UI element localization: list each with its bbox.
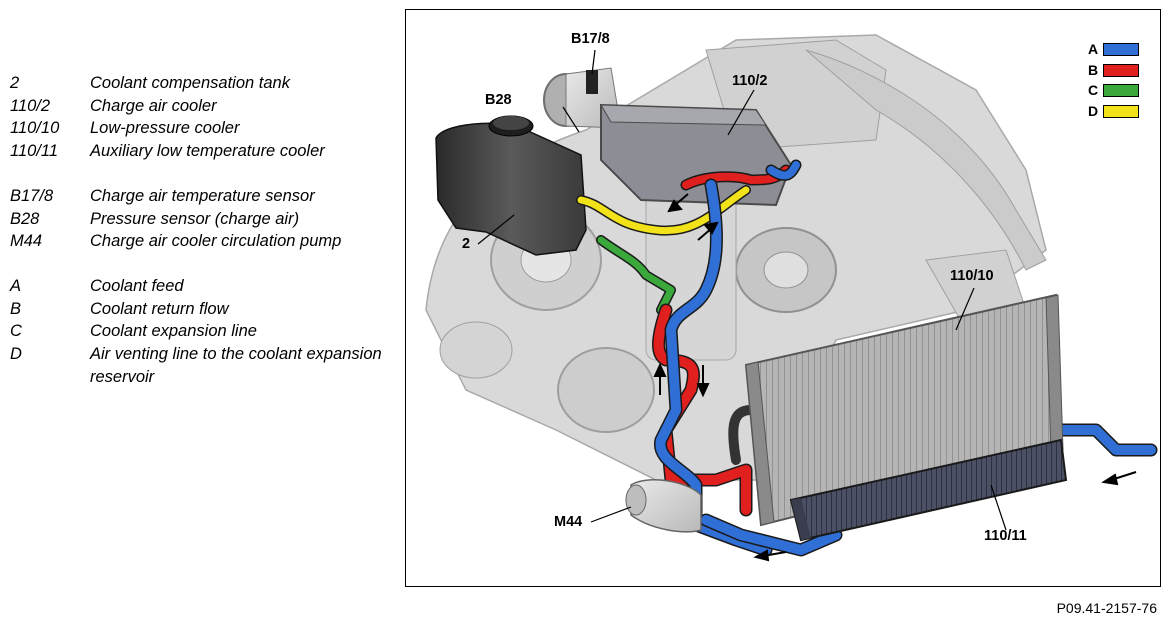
legend-code: 2 [10, 74, 20, 92]
line-key-swatch-red [1103, 63, 1140, 77]
legend-row: B17/8 Charge air temperature sensor [10, 185, 390, 208]
line-key-b: B [1088, 62, 1140, 78]
legend-desc: Coolant expansion line [90, 322, 257, 341]
legend-row: 110/11 Auxiliary low temperature cooler [10, 140, 390, 163]
legend-group-sensors: B17/8 Charge air temperature sensor B28 Pr… [10, 185, 390, 253]
line-key-letter: D [1088, 103, 1099, 119]
circulation-pump [625, 479, 702, 533]
line-key-d: D [1088, 103, 1140, 119]
legend-desc: Coolant compensation tank [90, 74, 290, 92]
legend-code: B17/8 [10, 186, 54, 205]
legend-desc: Charge air cooler circulation pump [90, 232, 342, 251]
flow-arrows [653, 193, 1137, 562]
legend-row: C Coolant expansion line [10, 320, 390, 343]
callout-110-11: 110/11 [984, 528, 1027, 544]
legend-desc: Low-pressure cooler [90, 119, 240, 138]
legend-desc: Auxiliary low temperature cooler [90, 142, 325, 161]
legend-desc: Coolant return flow [90, 299, 229, 318]
legend-row: D Air venting line to the coolant expansi… [10, 343, 390, 388]
callout-b28: B28 [485, 92, 512, 108]
callout-b17-8: B17/8 [571, 31, 610, 47]
legend-row: B Coolant return flow [10, 298, 390, 321]
legend-row: M44 Charge air cooler circulation pump [10, 230, 390, 253]
legend-desc: Air venting line to the coolant expansio… [90, 345, 382, 386]
legend-row: A Coolant feed [10, 275, 390, 298]
legend-desc: Coolant feed [90, 276, 184, 295]
line-key-letter: B [1088, 62, 1099, 78]
legend-code: D [10, 345, 22, 364]
callout-110-2: 110/2 [732, 73, 768, 89]
line-key-c: C [1088, 82, 1140, 98]
legend-desc: Charge air temperature sensor [90, 186, 315, 205]
leader-lines [477, 49, 1007, 531]
cooling-diagram: B17/8 110/2 B28 2 110/10 M44 110/11 A B … [405, 9, 1161, 587]
line-key-swatch-blue [1103, 42, 1140, 56]
legend-code: C [10, 322, 22, 341]
line-key-swatch-green [1103, 83, 1140, 97]
callout-110-10: 110/10 [950, 268, 994, 284]
legend-row: B28 Pressure sensor (charge air) [10, 208, 390, 231]
figure-id: P09.41-2157-76 [1056, 600, 1157, 616]
engine-illustration [425, 34, 1158, 562]
legend-row: 110/2 Charge air cooler [10, 95, 390, 118]
charge-air-duct [543, 67, 622, 129]
callout-m44: M44 [554, 514, 583, 530]
legend-code: B [10, 299, 22, 318]
line-key-letter: C [1088, 82, 1099, 98]
legend-code: A [10, 276, 22, 295]
line-key-a: A [1088, 41, 1140, 57]
legend-desc: Charge air cooler [90, 96, 217, 115]
line-key-swatch-yellow [1103, 104, 1140, 118]
legend-code: M44 [10, 232, 43, 251]
line-key-letter: A [1088, 41, 1099, 57]
engine-block [425, 34, 1047, 481]
auxiliary-cooler [789, 438, 1068, 542]
legend-desc: Pressure sensor (charge air) [90, 209, 300, 228]
legend-row: 2 Coolant compensation tank [10, 72, 390, 95]
legend-row: 110/10 Low-pressure cooler [10, 117, 390, 140]
callout-tank: 2 [462, 236, 471, 252]
legend-code: B28 [10, 209, 40, 228]
legend-group-lines: A Coolant feed B Coolant return flow C Cool… [10, 275, 390, 389]
coolant-compensation-tank [435, 115, 587, 256]
legend-code: 110/2 [10, 96, 51, 115]
coolant-lines [576, 159, 1158, 557]
legend-code: 110/10 [10, 119, 60, 138]
legend-code: 110/11 [10, 142, 59, 161]
legend-group-components: 2 Coolant compensation tank 110/2 Charge a… [10, 72, 390, 163]
